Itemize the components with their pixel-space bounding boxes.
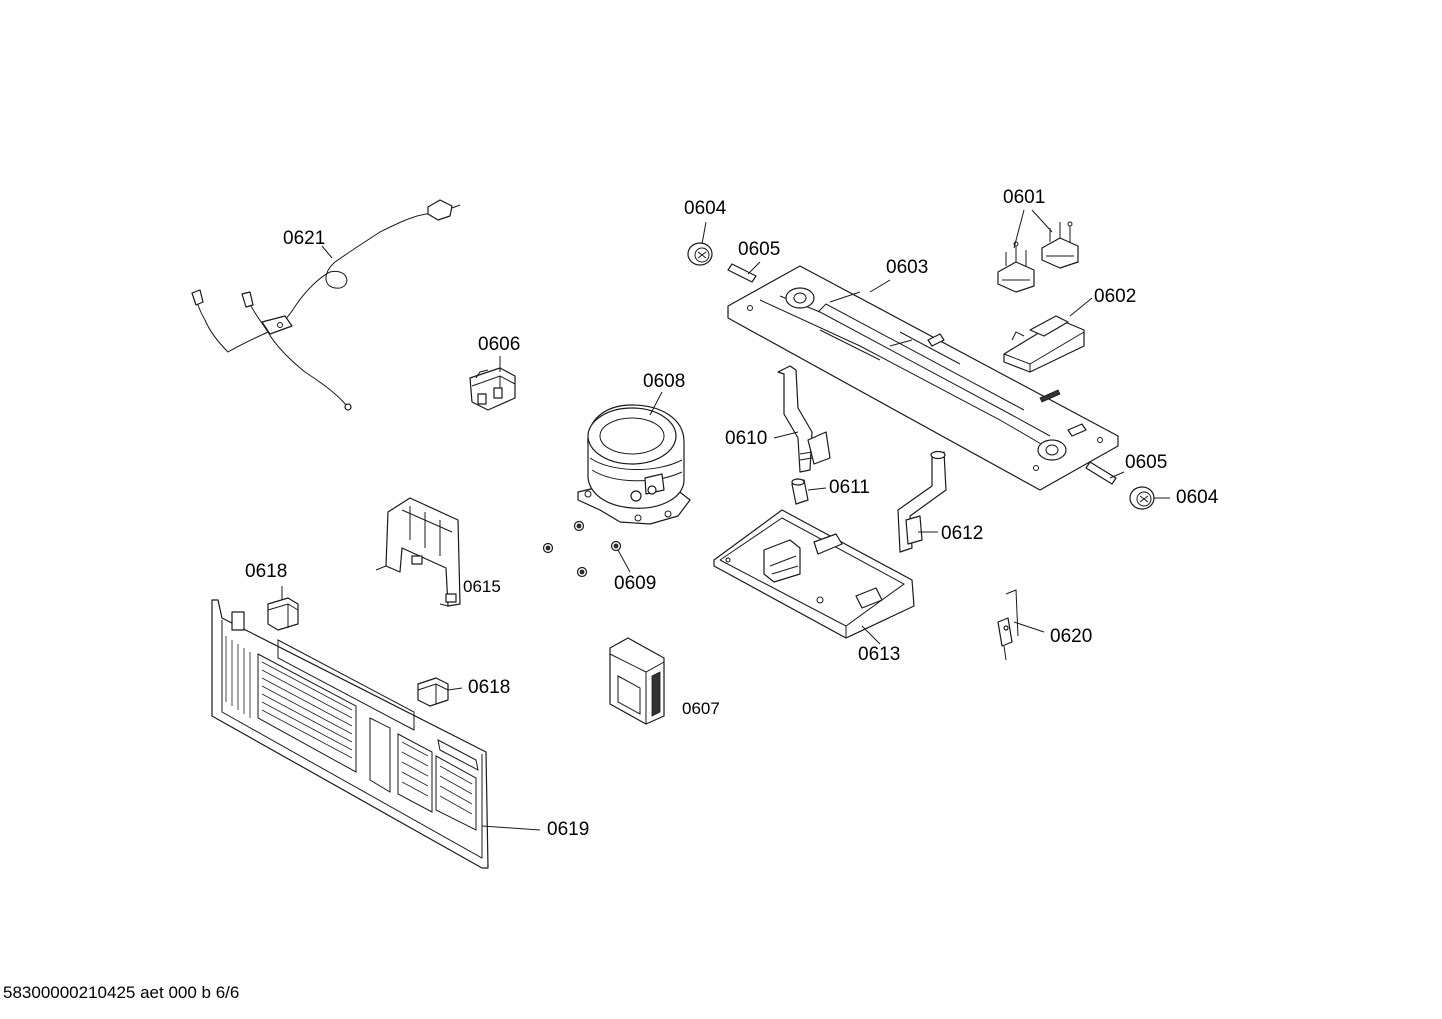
callout-0621: 0621 bbox=[283, 228, 326, 249]
part-0621-cable-harness bbox=[191, 199, 461, 411]
document-footer-id: 58300000210425 aet 000 b 6/6 bbox=[3, 983, 240, 1002]
callout-0612: 0612 bbox=[941, 523, 984, 544]
part-0605-pin-lower bbox=[1085, 461, 1117, 485]
callout-0609: 0609 bbox=[614, 573, 657, 594]
callout-0604-upper: 0604 bbox=[684, 198, 727, 219]
part-0620-temperature-sensor bbox=[997, 589, 1019, 661]
callout-0613: 0613 bbox=[858, 644, 901, 665]
part-0610-drain-hose bbox=[777, 365, 831, 473]
callout-0611: 0611 bbox=[829, 477, 870, 498]
leader-0604a bbox=[701, 221, 707, 245]
callout-0610: 0610 bbox=[725, 428, 768, 449]
leader-0608 bbox=[649, 391, 663, 416]
callout-0601: 0601 bbox=[1003, 187, 1046, 208]
leader-0611 bbox=[807, 487, 827, 491]
leader-0602 bbox=[1069, 297, 1093, 317]
callout-0620: 0620 bbox=[1050, 626, 1093, 647]
part-0615-bracket bbox=[375, 497, 461, 607]
callout-0608: 0608 bbox=[643, 371, 686, 392]
callout-0605-upper: 0605 bbox=[738, 239, 781, 260]
leader-0603 bbox=[869, 279, 891, 293]
part-0603-base-plate bbox=[727, 265, 1119, 491]
part-0601-thermostats bbox=[997, 221, 1079, 293]
leader-0610 bbox=[773, 431, 799, 439]
leader-0609 bbox=[617, 549, 631, 573]
callout-0619: 0619 bbox=[547, 819, 590, 840]
leader-0620 bbox=[1013, 621, 1045, 633]
part-0605-pin-upper bbox=[727, 263, 757, 283]
part-0604-foot-upper bbox=[687, 242, 713, 266]
part-0619-back-panel bbox=[211, 599, 489, 869]
part-0618-clip-lower bbox=[417, 677, 449, 707]
part-0618-clip-upper bbox=[267, 597, 299, 631]
callout-0615: 0615 bbox=[463, 577, 501, 596]
callout-0618-lower: 0618 bbox=[468, 677, 511, 698]
callout-0604-lower: 0604 bbox=[1176, 487, 1219, 508]
part-0613-evaporation-tray bbox=[713, 509, 915, 639]
leader-0621 bbox=[321, 245, 333, 259]
leader-0601 bbox=[1013, 209, 1053, 249]
leader-0619 bbox=[481, 825, 541, 831]
callout-0605-lower: 0605 bbox=[1125, 452, 1168, 473]
callout-0602: 0602 bbox=[1094, 286, 1137, 307]
part-0604-foot-lower bbox=[1129, 486, 1155, 510]
part-0608-compressor bbox=[577, 404, 691, 525]
leader-0613 bbox=[861, 625, 881, 645]
part-0609-grommets bbox=[542, 520, 622, 578]
leader-0605a bbox=[747, 261, 761, 275]
part-0612-drain-hose bbox=[897, 450, 947, 553]
callout-0607: 0607 bbox=[682, 699, 720, 718]
part-0602-fan-housing bbox=[1003, 315, 1085, 373]
part-0607-electronic-module bbox=[609, 637, 665, 725]
callout-0606: 0606 bbox=[478, 334, 521, 355]
callout-0603: 0603 bbox=[886, 257, 929, 278]
leader-0605b bbox=[1109, 471, 1125, 479]
leader-0618b bbox=[447, 687, 463, 691]
part-0611-drain-fitting bbox=[791, 478, 809, 505]
part-0606-starter-relay bbox=[469, 367, 516, 411]
callout-0618-upper: 0618 bbox=[245, 561, 288, 582]
